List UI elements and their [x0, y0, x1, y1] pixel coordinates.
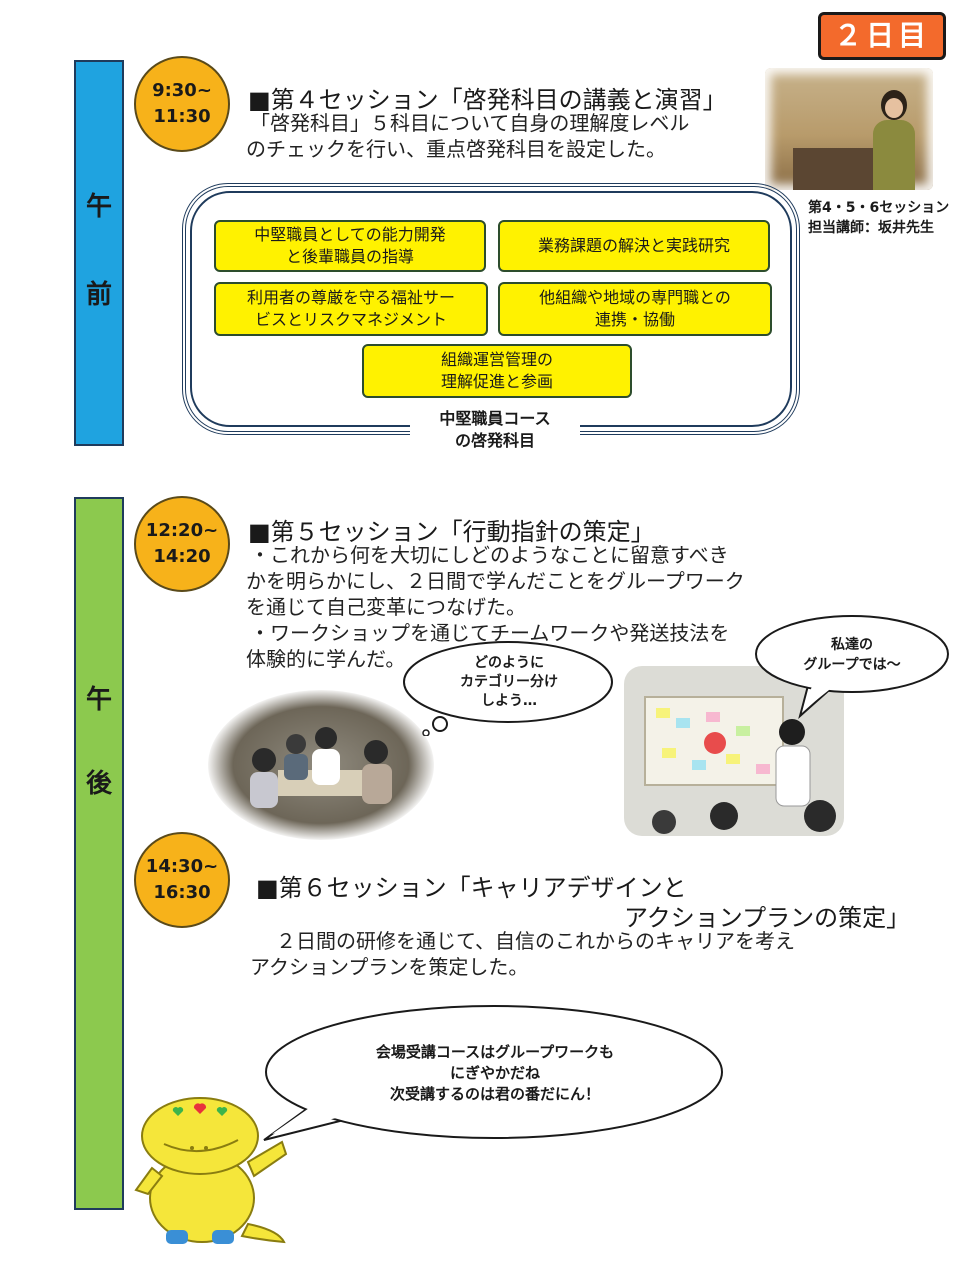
session6-title-1: ■第６セッション「キャリアデザインと: [256, 874, 687, 902]
day-badge: ２日目: [818, 12, 946, 60]
subject-3-line-2: ビスとリスクマネジメント: [254, 310, 447, 329]
group-poster: [644, 696, 784, 786]
afternoon-label-1: 午: [85, 685, 112, 715]
morning-label-2: 前: [85, 280, 112, 310]
lecture-podium: [793, 148, 883, 190]
subjects-frame-label: 中堅職員コース の啓発科目: [410, 408, 580, 452]
speech-oval-icon: [755, 615, 949, 719]
session4-time-end: 11:30: [153, 106, 211, 127]
subject-box-2: 業務課題の解決と実践研究: [498, 220, 770, 272]
lecturer-figure: [871, 90, 917, 190]
subject-1-line-2: と後輩職員の指導: [285, 247, 414, 266]
morning-label-1: 午: [85, 192, 112, 222]
thought-line-2: カテゴリー分け: [460, 673, 558, 690]
lecturer-caption-2: 担当講師：坂井先生: [808, 220, 934, 236]
session6-time-circle: 14:30~ 16:30: [134, 832, 230, 928]
session6-time-end: 16:30: [153, 882, 211, 903]
session5-body-3: を通じて自己変革につなげた。: [246, 595, 526, 619]
subject-box-5: 組織運営管理の 理解促進と参画: [362, 344, 632, 398]
thought-bubble-text: どのように カテゴリー分け しよう…: [416, 650, 602, 714]
subjects-label-1: 中堅職員コース: [439, 409, 551, 428]
morning-bar: 午 前: [74, 60, 124, 446]
mascot-speech-oval-icon: [263, 1005, 723, 1141]
session5-time-end: 14:20: [153, 546, 211, 567]
subject-box-3: 利用者の尊厳を守る福祉サー ビスとリスクマネジメント: [214, 282, 488, 336]
session5-time-start: 12:20~: [145, 520, 219, 541]
thought-line-3: しよう…: [481, 692, 537, 709]
subject-box-4: 他組織や地域の専門職との 連携・協働: [498, 282, 772, 336]
lecturer-photo: [765, 68, 933, 190]
mascot-bubble-text: 会場受講コースはグループワークも にぎやかだね 次受講するのは君の番だにん！: [320, 1038, 670, 1108]
mascot-bubble-line-3: 次受講するのは君の番だにん！: [389, 1084, 600, 1103]
subject-5-line-1: 組織運営管理の: [440, 350, 553, 369]
group-bubble-line-1: 私達の: [831, 637, 873, 653]
subject-3-line-1: 利用者の尊厳を守る福祉サー: [246, 288, 455, 307]
session4-body-2: のチェックを行い、重点啓発科目を設定した。: [246, 137, 666, 161]
session4-body-1: 「啓発科目」５科目について自身の理解度レベル: [250, 111, 690, 135]
session5-title: ■第５セッション「行動指針の策定」: [248, 518, 655, 546]
thought-line-1: どのように: [474, 654, 544, 671]
mascot-bubble-line-2: にぎやかだね: [449, 1063, 540, 1082]
mascot-bubble-line-1: 会場受講コースはグループワークも: [375, 1042, 615, 1061]
subject-4-line-1: 他組織や地域の専門職との: [539, 288, 731, 307]
group-work-photo: [208, 690, 434, 840]
subject-4-line-2: 連携・協働: [594, 310, 675, 329]
presenter-figure: [652, 719, 836, 834]
session4-time-circle: 9:30~ 11:30: [134, 56, 230, 152]
lecturer-caption-1: 第4・5・6セッション: [808, 200, 950, 216]
session5-body-2: かを明らかにし、２日間で学んだことをグループワーク: [246, 569, 745, 593]
subjects-label-2: の啓発科目: [454, 431, 535, 450]
session6-time-start: 14:30~: [145, 856, 219, 877]
group-bubble-text: 私達の グループでは～: [770, 630, 934, 680]
mascot-icon: [134, 1097, 288, 1244]
subject-box-1: 中堅職員としての能力開発 と後輩職員の指導: [214, 220, 486, 272]
session6-body-1: ２日間の研修を通じて、自信のこれからのキャリアを考え: [276, 929, 795, 953]
session4-title: ■第４セッション「啓発科目の講義と演習」: [248, 86, 727, 114]
afternoon-bar: 午 後: [74, 497, 124, 1210]
session5-body-4: ・ワークショップを通じてチームワークや発送技法を: [250, 621, 730, 645]
session6-body-2: アクションプランを策定した。: [250, 955, 529, 979]
session4-time-start: 9:30~: [152, 80, 212, 101]
subject-2-line-1: 業務課題の解決と実践研究: [537, 236, 730, 255]
session5-time-circle: 12:20~ 14:20: [134, 496, 230, 592]
session5-body-1: ・これから何を大切にしどのようなことに留意すべき: [250, 543, 729, 567]
subject-1-line-1: 中堅職員としての能力開発: [254, 225, 446, 244]
subject-5-line-2: 理解促進と参画: [440, 372, 553, 391]
group-bubble-line-2: グループでは～: [803, 657, 901, 673]
presentation-photo: [624, 666, 844, 836]
thought-cloud-icon: [403, 641, 613, 736]
session5-body-5: 体験的に学んだ。: [246, 647, 406, 671]
group-work-figures: [250, 727, 392, 808]
afternoon-label-2: 後: [85, 769, 112, 799]
session6-title-2: アクションプランの策定」: [624, 904, 911, 932]
